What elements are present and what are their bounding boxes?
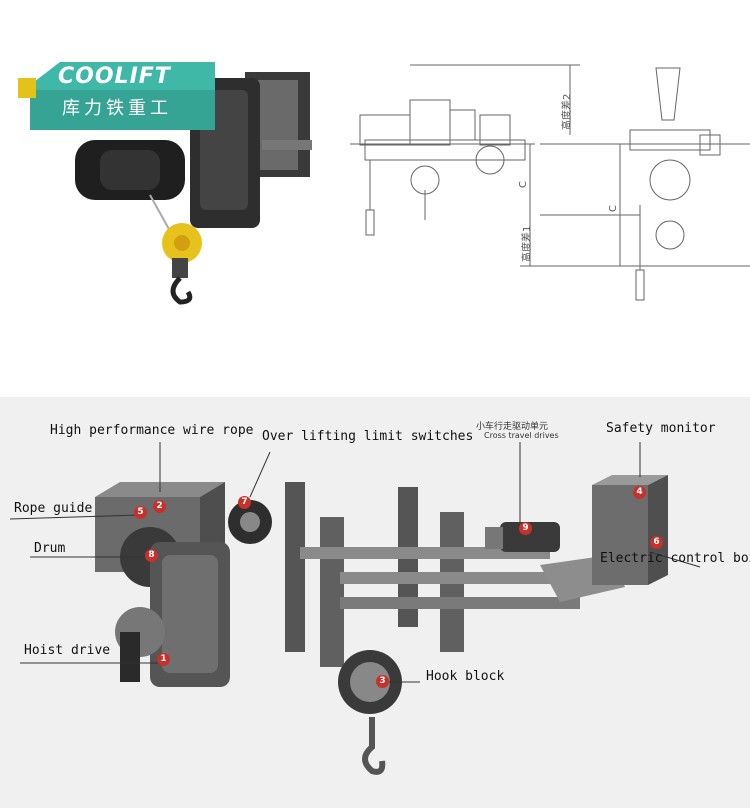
- label-hoist-drive: Hoist drive: [24, 643, 111, 658]
- exploded-diagram: 1 2 3 4 5 6 7 8 9 High performance wire …: [0, 397, 750, 808]
- label-cross-travel-en: Cross travel drives: [484, 431, 559, 440]
- label-wire-rope: High performance wire rope: [50, 423, 254, 438]
- label-drum: Drum: [34, 541, 66, 556]
- marker-3: 3: [376, 675, 389, 688]
- label-control-box: Electric control box: [600, 551, 750, 566]
- dim-height-2: 高度差2: [562, 93, 573, 130]
- hoist-photo-drawing: [18, 62, 312, 305]
- marker-5: 5: [134, 506, 147, 519]
- marker-8: 8: [145, 549, 158, 562]
- technical-drawing-lines: [350, 64, 750, 301]
- label-hook-block: Hook block: [426, 669, 505, 684]
- label-limit-switches: Over lifting limit switches: [262, 429, 474, 444]
- marker-2: 2: [153, 500, 166, 513]
- marker-6: 6: [650, 536, 663, 549]
- brand-logo-cn: 库力铁重工: [62, 98, 172, 119]
- marker-7: 7: [238, 496, 251, 509]
- dim-c-right: C: [608, 205, 619, 212]
- marker-4: 4: [633, 486, 646, 499]
- label-rope-guide: Rope guide: [14, 501, 93, 516]
- label-cross-travel-cn: 小车行走驱动单元: [476, 422, 549, 432]
- marker-9: 9: [519, 522, 532, 535]
- marker-1: 1: [157, 653, 170, 666]
- exploded-parts: [9, 442, 701, 775]
- dim-c-left: C: [518, 181, 529, 188]
- technical-drawing: 高度差2 C C 高度差1: [340, 40, 750, 310]
- dim-height-1: 高度差1: [522, 225, 533, 262]
- brand-logo: COOLIFT: [58, 64, 171, 89]
- label-safety-monitor: Safety monitor: [606, 421, 716, 436]
- hoist-photo: COOLIFT 库力铁重工: [0, 0, 330, 330]
